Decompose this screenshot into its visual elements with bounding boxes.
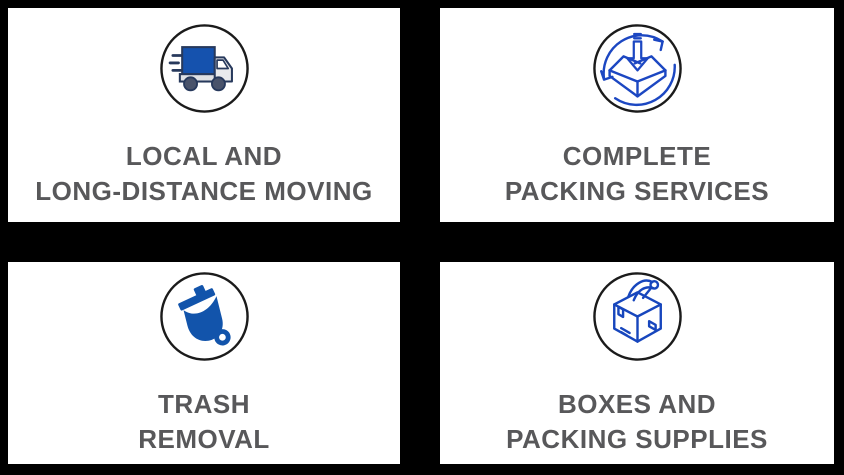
moving-truck-icon [158,22,251,115]
service-line: BOXES AND [557,388,717,419]
tape-dispenser-box-icon [591,270,684,363]
service-card-packing: COMPLETE PACKING SERVICES [440,8,834,222]
service-card-packing-label: COMPLETE PACKING SERVICES [505,139,769,209]
service-line: LOCAL AND [125,140,283,171]
service-line: TRASH [157,388,251,419]
service-line: PACKING SERVICES [504,175,770,206]
service-line: PACKING SUPPLIES [506,423,768,454]
wheeled-trash-bin-icon [158,270,251,363]
service-line: COMPLETE [562,140,712,171]
service-card-trash: TRASH REMOVAL [8,262,400,464]
packing-box-cycle-icon [591,22,684,115]
service-card-trash-label: TRASH REMOVAL [138,387,270,457]
service-card-moving: LOCAL AND LONG-DISTANCE MOVING [8,8,400,222]
service-card-boxes: BOXES AND PACKING SUPPLIES [440,262,834,464]
service-card-moving-label: LOCAL AND LONG-DISTANCE MOVING [35,139,372,209]
service-line: REMOVAL [138,423,270,454]
service-line: LONG-DISTANCE MOVING [35,175,373,206]
service-card-boxes-label: BOXES AND PACKING SUPPLIES [506,387,768,457]
